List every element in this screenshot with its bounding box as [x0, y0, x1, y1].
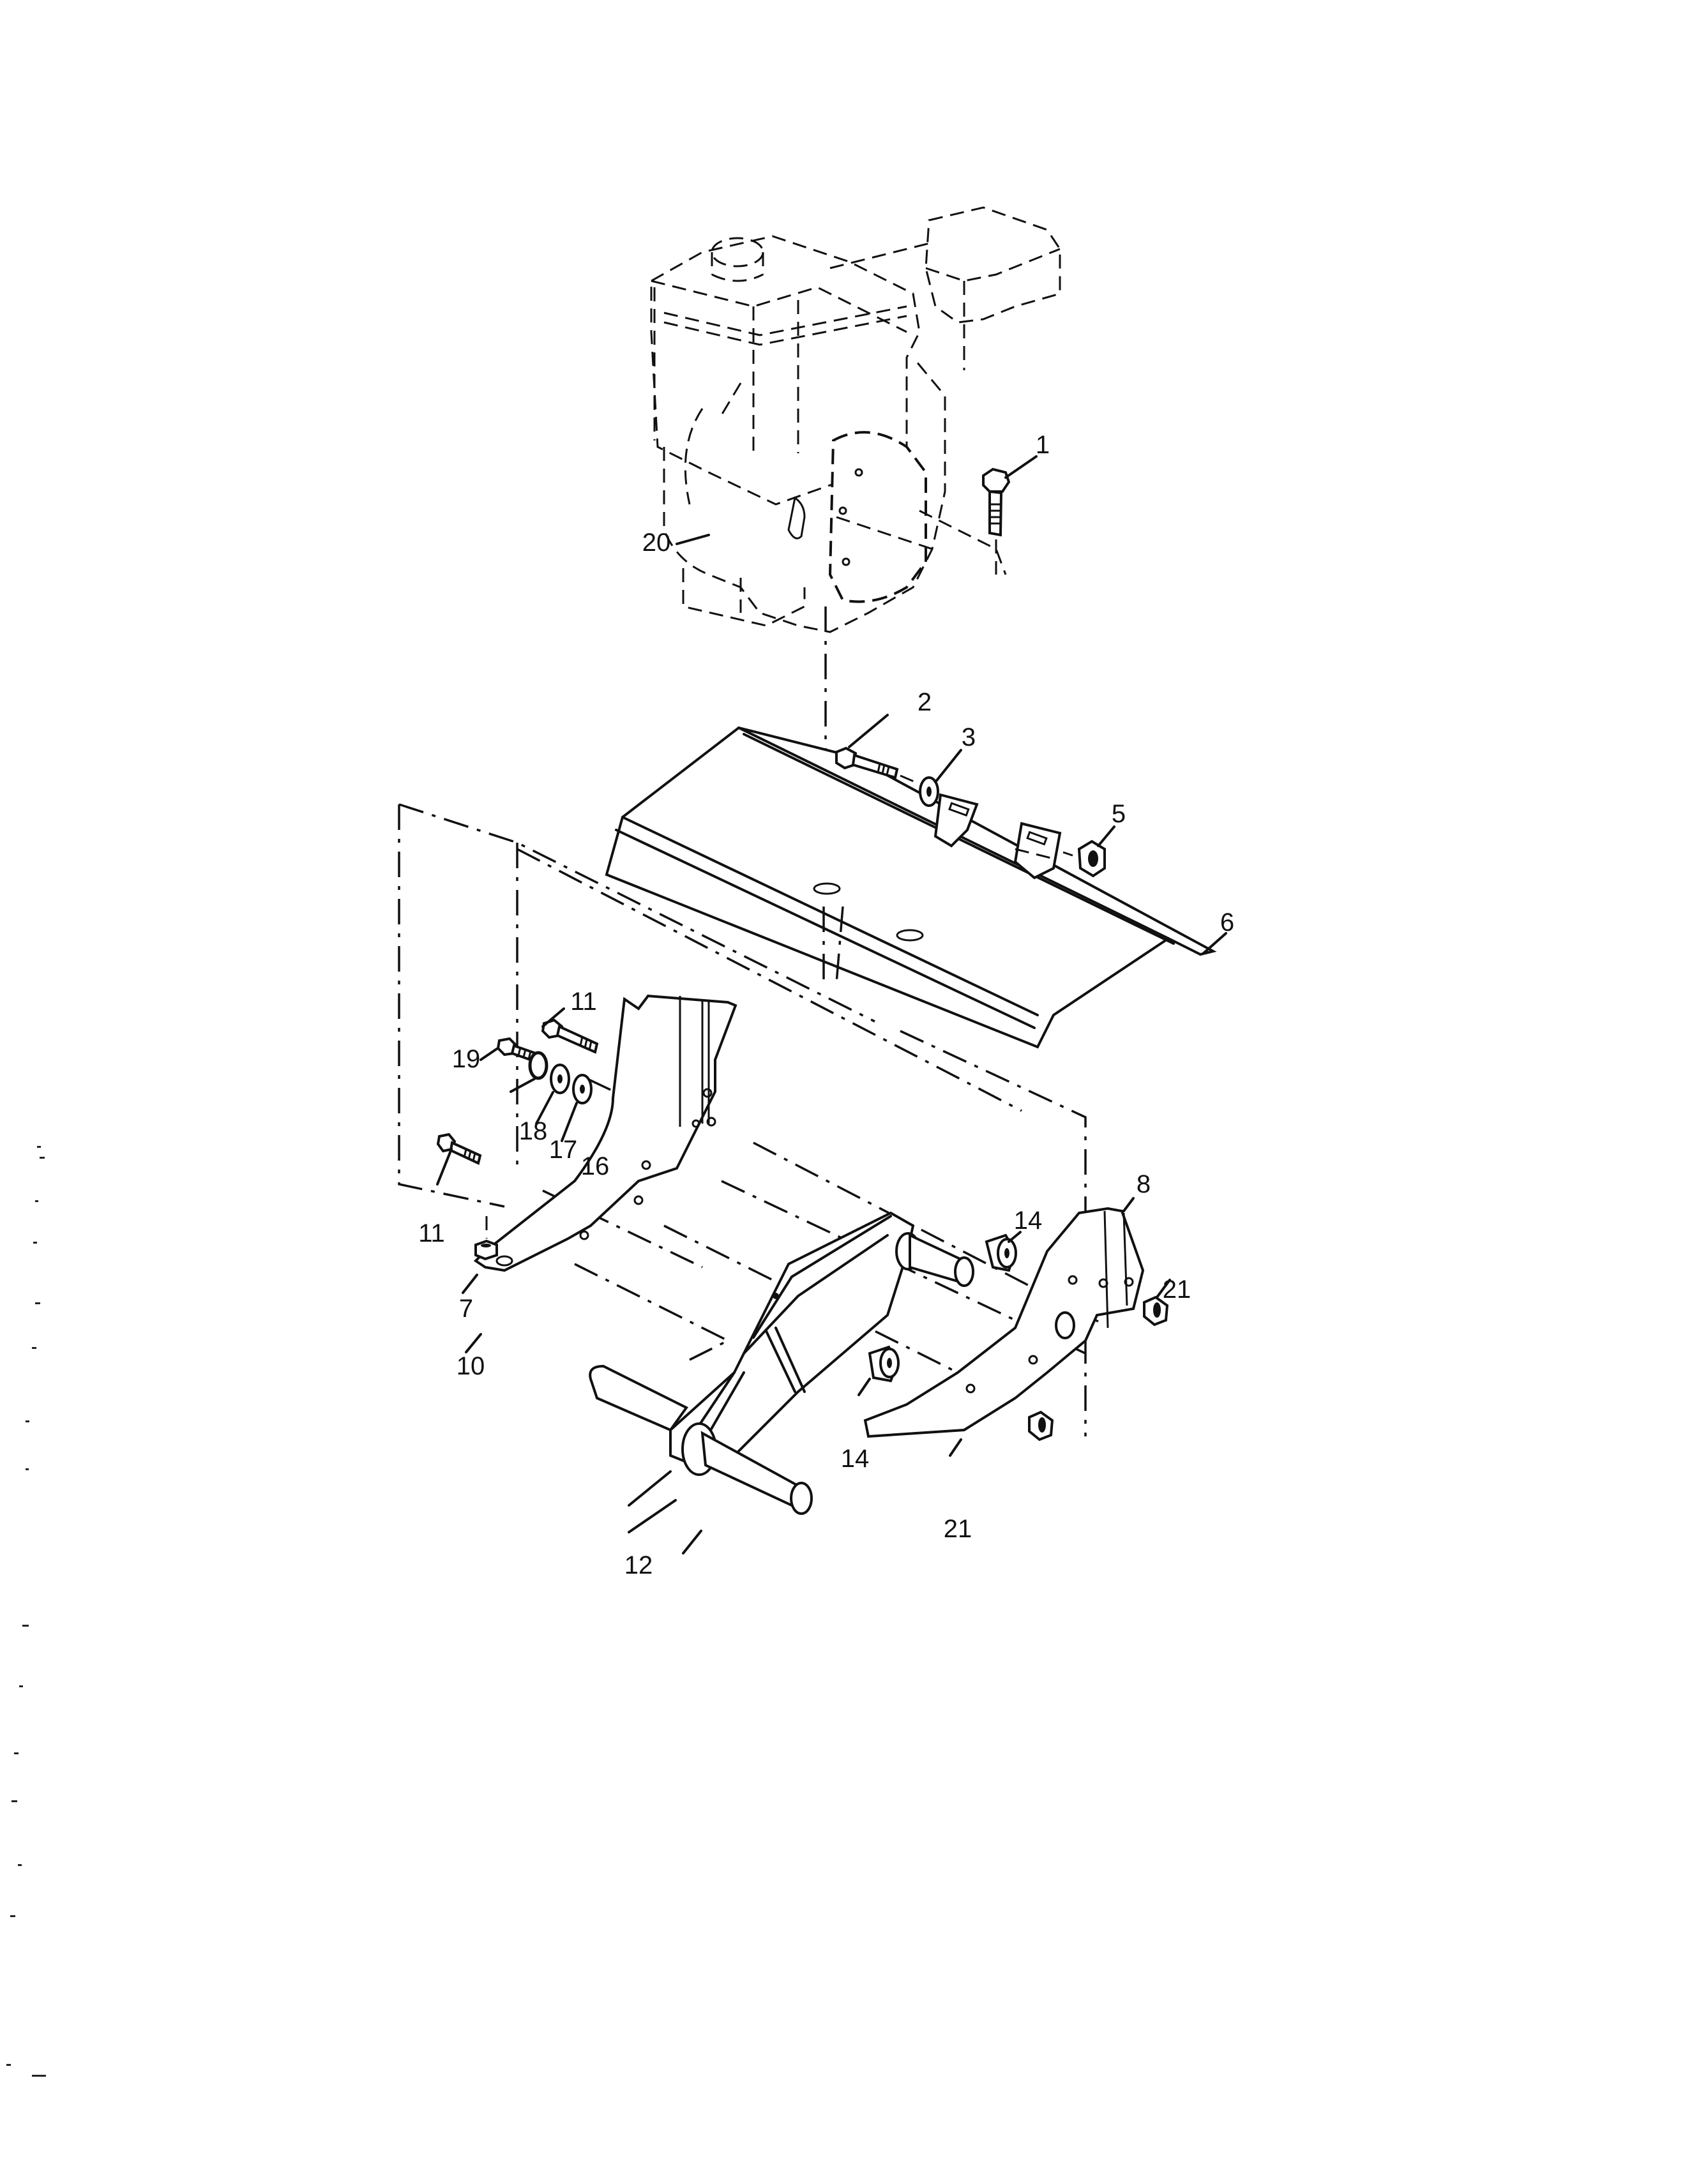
callout-17: 17	[548, 1136, 578, 1164]
callout-11-upper: 11	[570, 988, 597, 1016]
callout-19: 19	[451, 1045, 481, 1073]
right-bracket-drawing	[682, 1197, 1171, 1554]
callout-7: 7	[458, 1295, 474, 1323]
callout-8: 8	[1136, 1170, 1151, 1198]
callout-5: 5	[1111, 800, 1126, 828]
engine-drawing	[650, 206, 1061, 633]
callout-10: 10	[456, 1352, 485, 1380]
callout-14-lower: 14	[840, 1445, 870, 1473]
chain-case-drawing	[589, 1211, 974, 1533]
callout-18: 18	[518, 1117, 548, 1145]
alignment-lines	[398, 803, 1099, 1436]
tine-shield-drawing	[605, 714, 1227, 1049]
callout-12: 12	[624, 1551, 653, 1579]
callout-16: 16	[580, 1152, 610, 1180]
callout-11-lower: 11	[418, 1219, 445, 1247]
callout-1: 1	[1035, 431, 1050, 459]
callout-21-lower: 21	[943, 1515, 972, 1543]
callout-20: 20	[642, 529, 671, 557]
callout-21-upper: 21	[1162, 1276, 1191, 1304]
callout-14-upper: 14	[1013, 1207, 1043, 1235]
callout-2: 2	[917, 688, 932, 716]
callout-6: 6	[1220, 908, 1235, 937]
left-bracket-drawing	[436, 994, 737, 1353]
callout-3: 3	[961, 723, 976, 751]
bolt-1-drawing	[982, 455, 1038, 575]
